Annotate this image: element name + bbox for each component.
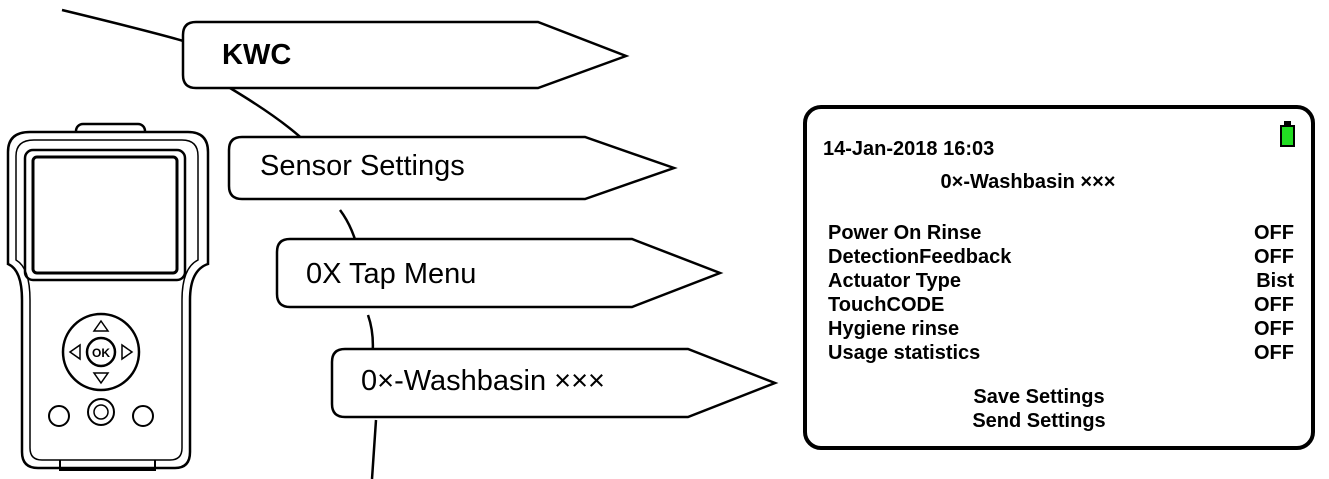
- menu-tag-tap-menu[interactable]: [275, 237, 724, 309]
- device-screen: 14-Jan-2018 16:03 0×-Washbasin ××× Power…: [803, 105, 1315, 450]
- setting-label: Actuator Type: [828, 270, 961, 292]
- setting-value: OFF: [1254, 294, 1294, 316]
- screen-actions: Save Settings Send Settings: [807, 385, 1311, 433]
- setting-row-touchcode[interactable]: TouchCODE OFF: [828, 293, 1294, 317]
- setting-value: Bist: [1256, 270, 1294, 292]
- setting-row-power-on-rinse[interactable]: Power On Rinse OFF: [828, 221, 1294, 245]
- screen-datetime: 14-Jan-2018 16:03: [823, 138, 995, 160]
- menu-tag-washbasin-label: 0×-Washbasin ×××: [361, 365, 605, 397]
- setting-label: DetectionFeedback: [828, 246, 1012, 268]
- menu-tag-sensor-settings[interactable]: [227, 135, 678, 201]
- menu-tag-tap-menu-label: 0X Tap Menu: [306, 258, 477, 290]
- connector-curve: [61, 8, 378, 479]
- setting-label: Power On Rinse: [828, 222, 982, 244]
- menu-tag-sensor-settings-label: Sensor Settings: [260, 150, 465, 182]
- menu-tag-kwc-label: KWC: [222, 39, 292, 71]
- setting-label: Hygiene rinse: [828, 318, 960, 340]
- setting-row-detection-feedback[interactable]: DetectionFeedback OFF: [828, 245, 1294, 269]
- ok-button-label[interactable]: OK: [92, 346, 110, 360]
- handheld-device: [6, 122, 210, 471]
- setting-label: TouchCODE: [828, 294, 945, 316]
- menu-tag-kwc[interactable]: [181, 20, 630, 90]
- setting-row-usage-statistics[interactable]: Usage statistics OFF: [828, 341, 1294, 365]
- battery-icon: [1280, 121, 1295, 147]
- setting-value: OFF: [1254, 222, 1294, 244]
- send-settings-button[interactable]: Send Settings: [972, 410, 1106, 432]
- setting-value: OFF: [1254, 318, 1294, 340]
- screen-title: 0×-Washbasin ×××: [940, 171, 1116, 193]
- setting-value: OFF: [1254, 246, 1294, 268]
- setting-row-hygiene-rinse[interactable]: Hygiene rinse OFF: [828, 317, 1294, 341]
- settings-list: Power On Rinse OFF DetectionFeedback OFF…: [828, 221, 1294, 365]
- setting-value: OFF: [1254, 342, 1294, 364]
- menu-tag-washbasin[interactable]: [330, 347, 779, 419]
- setting-row-actuator-type[interactable]: Actuator Type Bist: [828, 269, 1294, 293]
- setting-label: Usage statistics: [828, 342, 981, 364]
- save-settings-button[interactable]: Save Settings: [973, 386, 1105, 408]
